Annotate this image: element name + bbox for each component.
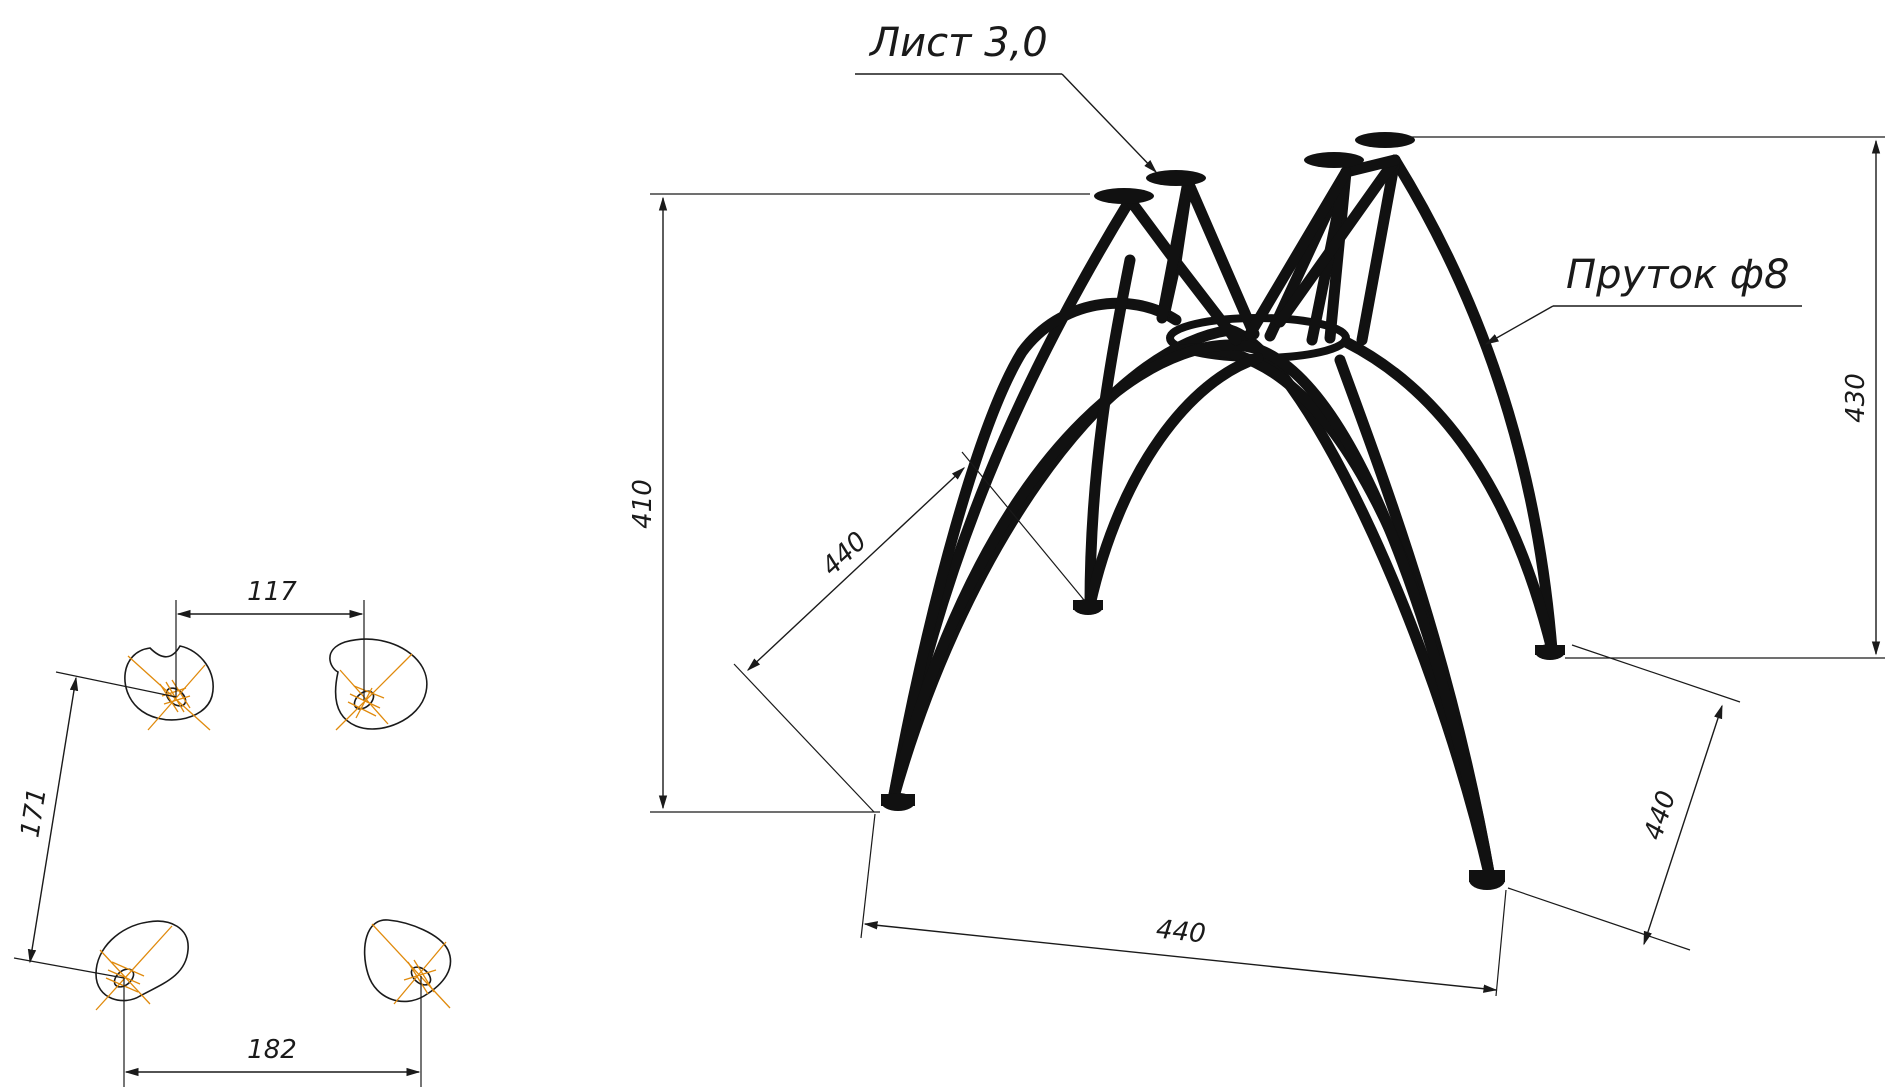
dim-117-label: 117	[247, 577, 297, 607]
dim-plan-bottom: 182	[123, 976, 422, 1087]
dim-plan-left: 171	[13, 671, 177, 979]
feet-caps	[881, 599, 1565, 890]
dim-plan-top: 117	[175, 577, 365, 700]
callout-rod-label: Пруток ф8	[1566, 252, 1789, 298]
dim-right-depth: 440	[1507, 644, 1741, 951]
dim-440-right-label: 440	[1638, 787, 1682, 843]
dim-171-label: 171	[15, 786, 52, 840]
plan-view: 117 182 171	[13, 577, 452, 1087]
dim-440-left-label: 440	[816, 526, 873, 582]
dim-front-width: 440	[860, 813, 1507, 997]
mounting-pad-bottom-right	[363, 919, 452, 1009]
dim-182-label: 182	[247, 1035, 297, 1065]
top-plates	[1094, 132, 1415, 204]
callout-rod: Пруток ф8	[1484, 252, 1802, 345]
callout-sheet: Лист 3,0	[855, 20, 1157, 174]
dim-height-right: 430	[1410, 136, 1885, 659]
dim-430-label: 430	[1841, 373, 1871, 423]
mounting-pad-top-right	[329, 638, 428, 731]
dim-height-left: 410	[628, 193, 1090, 813]
dim-440-front-label: 440	[1155, 915, 1208, 950]
iso-view: 410 430 440 440 440	[628, 20, 1885, 997]
mounting-pad-bottom-left	[95, 920, 189, 1011]
frame-rods	[887, 154, 1558, 884]
dim-410-label: 410	[628, 479, 658, 529]
callout-sheet-label: Лист 3,0	[868, 20, 1048, 66]
mounting-pad-top-left	[124, 645, 214, 731]
